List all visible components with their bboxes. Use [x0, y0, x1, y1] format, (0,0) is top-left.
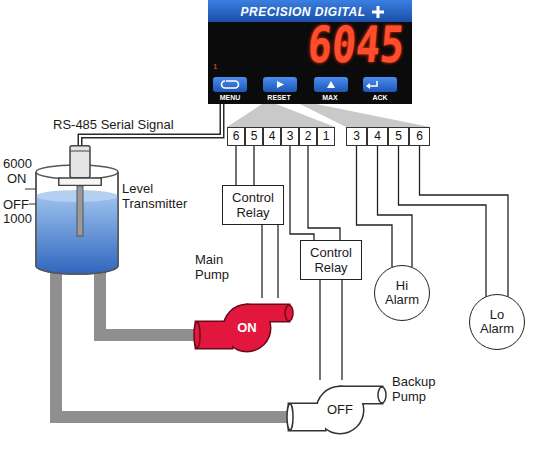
- button-label: MAX: [308, 94, 352, 102]
- transmitter-shape: [58, 145, 102, 186]
- terminal-number: 5: [388, 127, 409, 146]
- control-relay: Control Relay: [222, 185, 284, 225]
- terminal-number: 4: [367, 127, 388, 146]
- suction-pipe: [56, 262, 292, 417]
- terminal-number: 3: [281, 127, 299, 146]
- alarm-label: Hi Alarm: [380, 279, 424, 307]
- terminal-number: 6: [227, 127, 245, 146]
- display-value: 6045: [305, 20, 406, 70]
- device-label: Level Transmitter: [122, 181, 198, 211]
- meter-header: [208, 0, 412, 22]
- pump-label: Backup Pump: [392, 374, 446, 404]
- brand-name: PRECISION DIGITAL: [208, 5, 398, 20]
- meter-housing: [208, 0, 412, 104]
- button-icon: [222, 81, 377, 88]
- transmitter-probe: [77, 186, 83, 236]
- level-state: OFF: [3, 197, 29, 212]
- panel-meter: PRECISION DIGITAL6045 1MENU RESET MAX ACK: [208, 0, 412, 104]
- suction-pipe: [100, 262, 200, 335]
- connector-line: [262, 225, 278, 298]
- backup-pump: OFFBackup Pump: [288, 380, 388, 434]
- relay-label: Control Relay: [225, 190, 281, 220]
- brand-logo: [372, 6, 384, 18]
- indicator-number: 1: [213, 62, 217, 71]
- control-relay: Control Relay: [300, 240, 362, 280]
- connector-line: [320, 280, 342, 380]
- level-transmitter: Level Transmitter: [58, 145, 102, 186]
- button-label: ACK: [358, 94, 402, 102]
- main-pump: Main PumpON: [195, 298, 295, 352]
- terminal-number: 5: [245, 127, 263, 146]
- button-label: RESET: [257, 94, 301, 102]
- level-state: ON: [7, 171, 27, 186]
- relay-wire: [262, 225, 278, 298]
- terminal-number: 2: [299, 127, 317, 146]
- pump-state: OFF: [316, 402, 364, 417]
- alarm-circle: Lo Alarm: [469, 294, 525, 350]
- terminal-fan: [300, 104, 430, 127]
- terminal-number: 1: [317, 127, 335, 146]
- button-icon: [277, 81, 370, 89]
- terminal-number: 6: [409, 127, 430, 146]
- pump-label: Main Pump: [195, 252, 241, 282]
- signal-label: RS-485 Serial Signal: [53, 117, 174, 132]
- pump-state: ON: [223, 320, 271, 335]
- alarm-label: Lo Alarm: [475, 308, 519, 336]
- button-label: MENU: [208, 94, 252, 102]
- terminal-number: 4: [263, 127, 281, 146]
- tank-body: [36, 172, 118, 274]
- level-value: 1000: [3, 211, 32, 226]
- level-value: 6000: [3, 156, 32, 171]
- tank-outline: [36, 172, 118, 274]
- meter-button: [213, 77, 397, 92]
- relay-wire: [320, 280, 342, 380]
- terminal-number: 3: [346, 127, 367, 146]
- alarm-circle: Hi Alarm: [374, 265, 430, 321]
- relay-label: Control Relay: [303, 245, 359, 275]
